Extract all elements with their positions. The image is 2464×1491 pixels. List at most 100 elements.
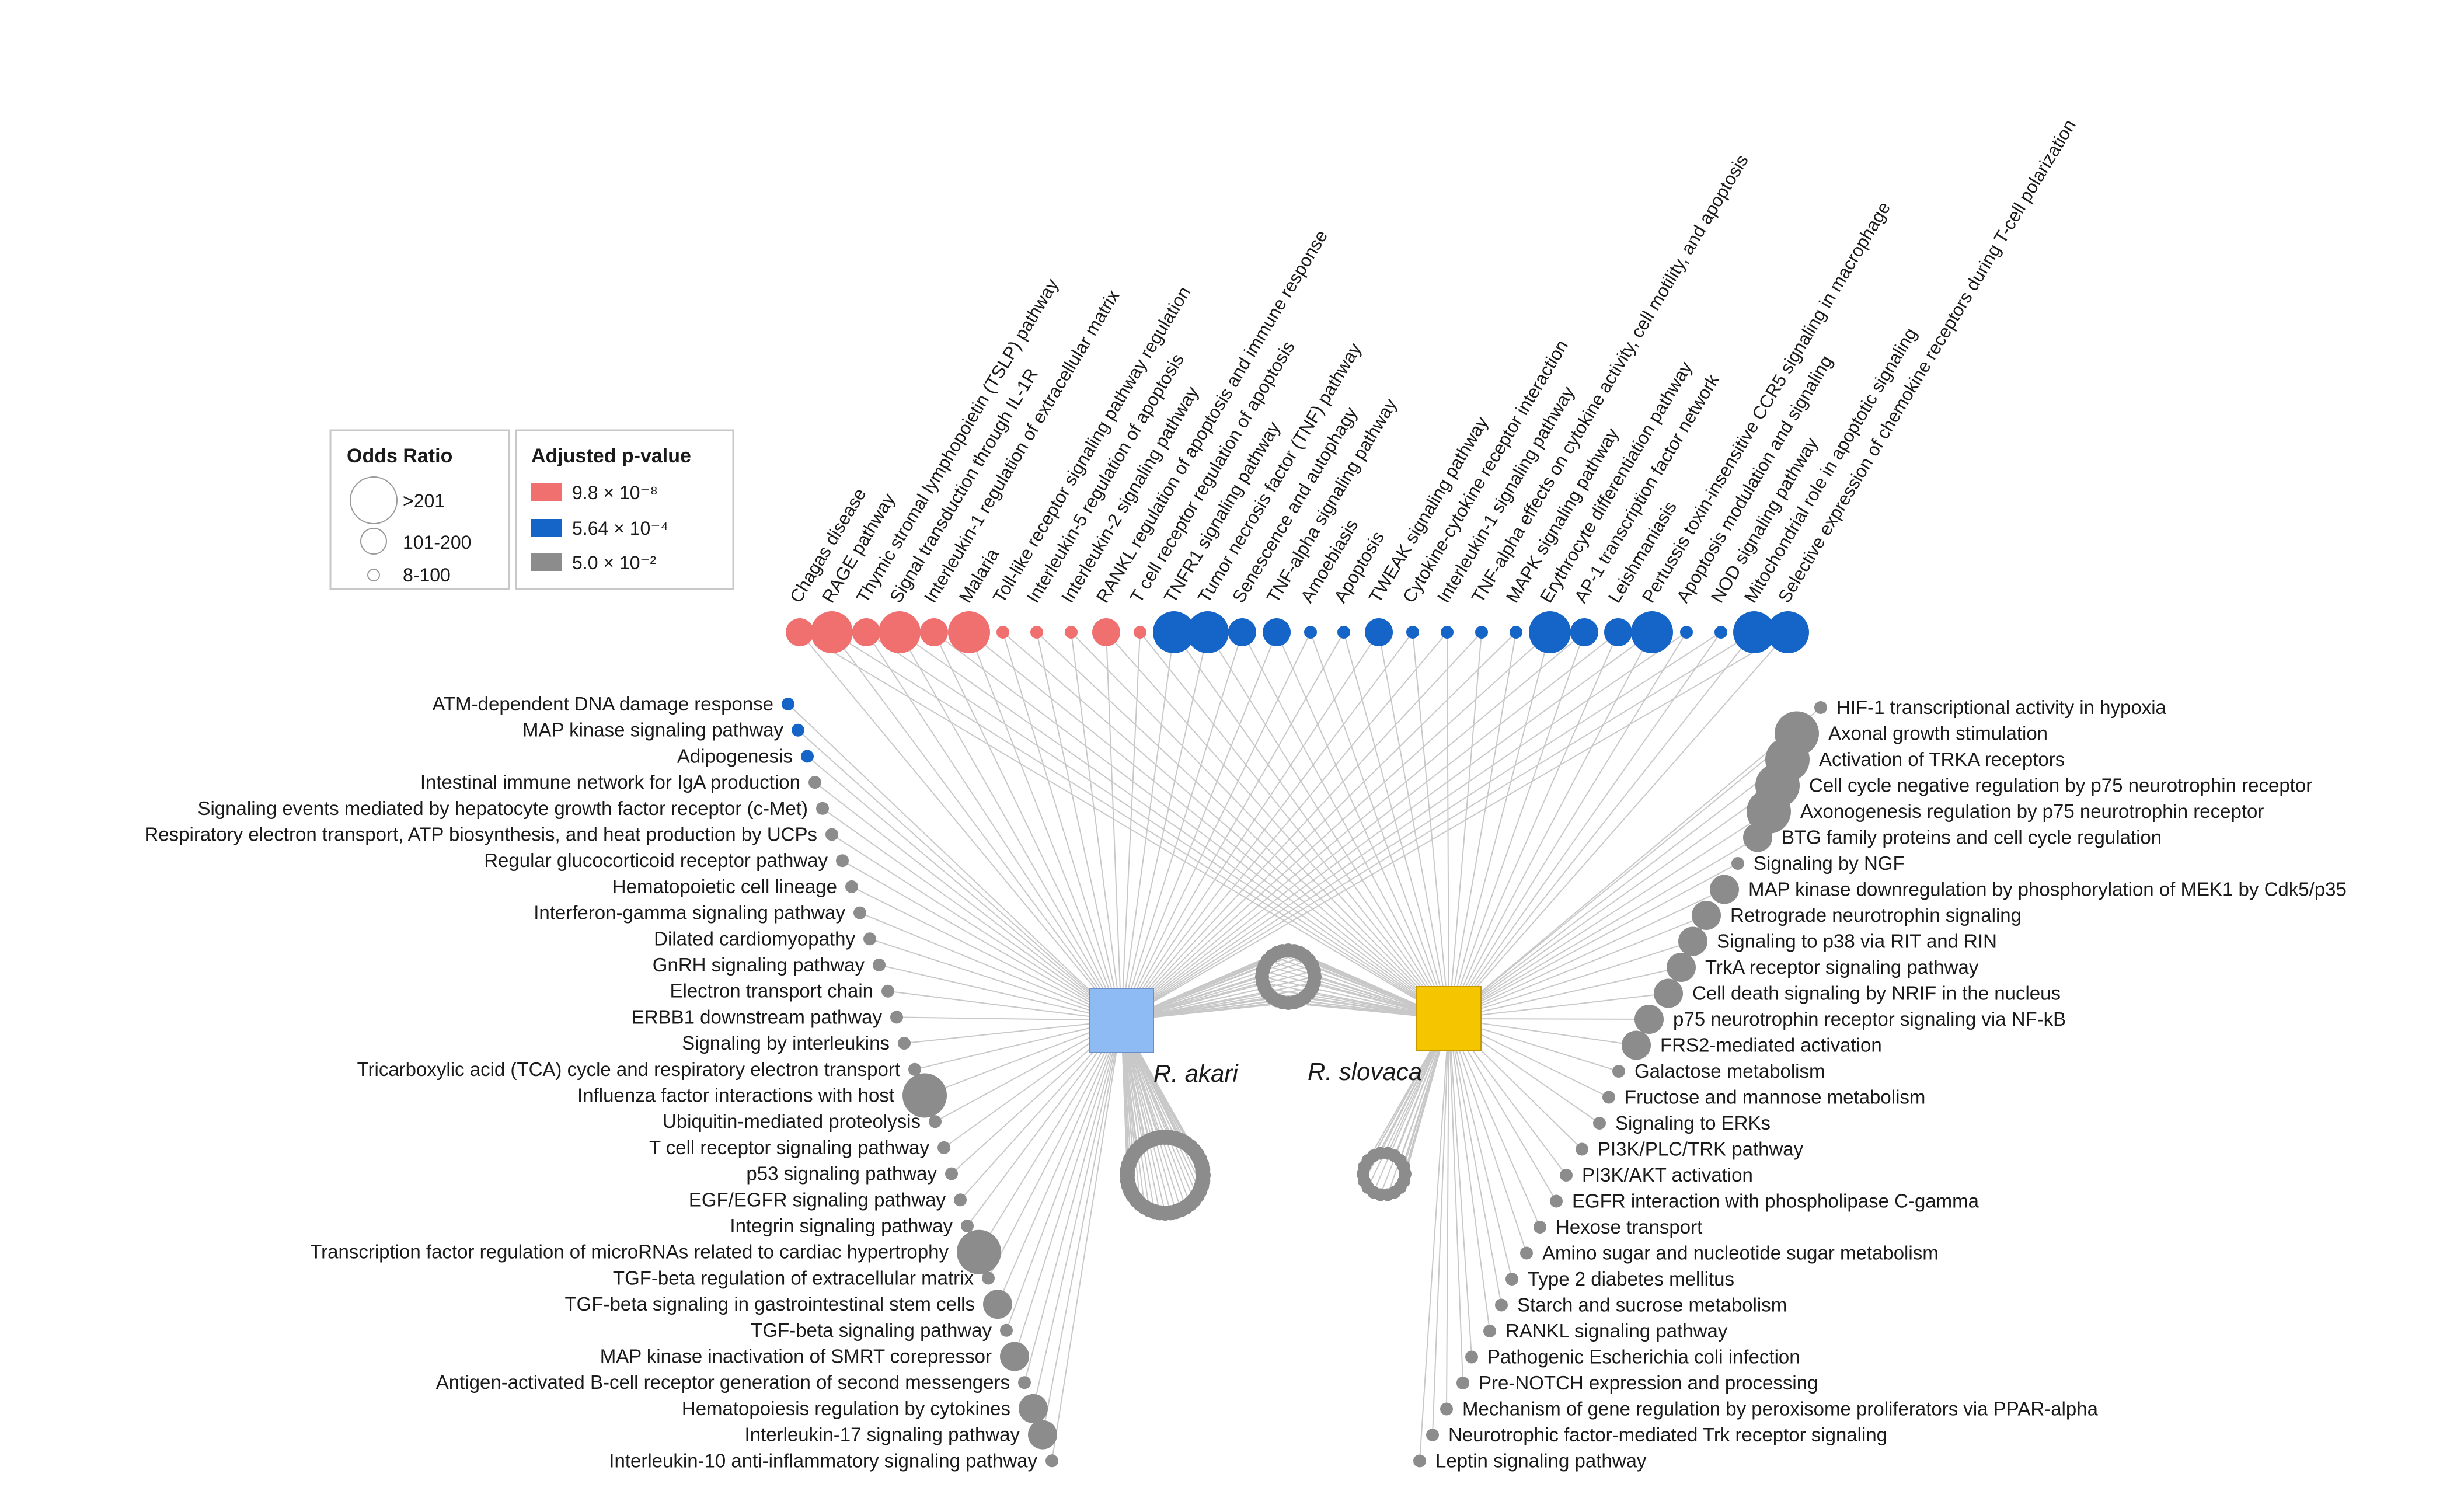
edge-akari-specific [924, 1020, 1122, 1096]
akari-pathway-node[interactable] [902, 1073, 947, 1118]
akari-pathway-node[interactable] [954, 1193, 967, 1207]
shared-pathway-node[interactable] [1134, 626, 1146, 639]
slovaca-pathway-node[interactable] [1413, 1454, 1426, 1468]
akari-pathway-node[interactable] [881, 984, 894, 998]
akari-pathway-node[interactable] [1000, 1323, 1013, 1337]
slovaca-pathway-node[interactable] [1743, 823, 1772, 852]
shared-pathway-node[interactable] [1570, 618, 1598, 646]
akari-pathway-node[interactable] [982, 1271, 995, 1285]
slovaca-pathway-node[interactable] [1612, 1065, 1625, 1078]
edge-akari-shared [1002, 632, 1122, 1021]
shared-pathway-node[interactable] [1187, 611, 1229, 653]
shared-pathway-node[interactable] [1263, 618, 1291, 646]
slovaca-pathway-node[interactable] [1426, 1429, 1439, 1441]
shared-pathway-node[interactable] [1406, 626, 1419, 639]
akari-pathway-node[interactable] [845, 880, 858, 893]
shared-pathway-node[interactable] [879, 611, 921, 653]
slovaca-pathway-node[interactable] [1602, 1091, 1615, 1104]
slovaca-pathway-node[interactable] [1692, 901, 1721, 930]
shared-pathway-node[interactable] [996, 626, 1009, 639]
shared-pathway-node[interactable] [1733, 611, 1775, 653]
slovaca-pathway-node[interactable] [1520, 1246, 1533, 1260]
shared-pathway-node[interactable] [1065, 626, 1078, 639]
shared-pathway-node[interactable] [1475, 626, 1488, 639]
slovaca-pathway-node[interactable] [1560, 1169, 1573, 1182]
slovaca-pathway-node[interactable] [1550, 1194, 1563, 1208]
slovaca-node[interactable] [1416, 986, 1482, 1051]
shared-pathway-node[interactable] [1228, 618, 1256, 646]
slovaca-pathway-node[interactable] [1456, 1377, 1469, 1389]
slovaca-pathway-node[interactable] [1747, 789, 1791, 834]
akari-pathway-node[interactable] [961, 1220, 974, 1232]
akari-cluster-node[interactable] [1195, 1162, 1211, 1178]
shared-pathway-node[interactable] [1337, 626, 1350, 639]
akari-pathway-label: Antigen-activated B-cell receptor genera… [436, 1371, 1010, 1393]
slovaca-pathway-node[interactable] [1534, 1221, 1546, 1234]
shared-pathway-node[interactable] [1092, 618, 1120, 646]
akari-pathway-node[interactable] [898, 1037, 911, 1050]
akari-pathway-node[interactable] [836, 854, 849, 868]
akari-node[interactable] [1089, 988, 1154, 1053]
akari-pathway-node[interactable] [937, 1141, 950, 1154]
akari-pathway-node[interactable] [957, 1229, 1001, 1274]
akari-pathway-node[interactable] [945, 1167, 958, 1180]
slovaca-pathway-node[interactable] [1440, 1402, 1453, 1416]
shared-pathway-node[interactable] [852, 618, 880, 646]
shared-pathway-node[interactable] [1680, 626, 1693, 639]
akari-pathway-node[interactable] [853, 906, 866, 919]
shared-pathway-node[interactable] [1767, 611, 1809, 653]
shared-pathway-node[interactable] [948, 611, 990, 653]
edge-slovaca-shared [1448, 632, 1755, 1019]
akari-pathway-node[interactable] [983, 1290, 1012, 1319]
akari-pathway-node[interactable] [863, 932, 876, 946]
slovaca-pathway-node[interactable] [1576, 1142, 1588, 1156]
slovaca-pathway-node[interactable] [1593, 1117, 1606, 1130]
akari-pathway-node[interactable] [801, 750, 814, 763]
edge-slovaca-specific [1448, 1018, 1527, 1253]
slovaca-cluster-node[interactable] [1397, 1160, 1410, 1173]
akari-pathway-node[interactable] [816, 802, 829, 815]
akari-pathway-node[interactable] [792, 723, 804, 737]
slovaca-pathway-label: RANKL signaling pathway [1505, 1320, 1728, 1342]
akari-pathway-node[interactable] [1018, 1376, 1031, 1389]
akari-pathway-node[interactable] [1000, 1342, 1029, 1371]
slovaca-pathway-node[interactable] [1465, 1350, 1478, 1364]
slovaca-pathway-node[interactable] [1678, 926, 1707, 956]
slovaca-pathway-node[interactable] [1483, 1325, 1496, 1337]
shared-pathway-node[interactable] [1714, 626, 1727, 639]
shared-pathway-node[interactable] [1631, 611, 1673, 653]
akari-pathway-node[interactable] [908, 1062, 921, 1076]
akari-pathway-node[interactable] [890, 1011, 903, 1024]
shared-pathway-node[interactable] [1510, 626, 1522, 639]
akari-pathway-node[interactable] [808, 776, 821, 789]
slovaca-pathway-node[interactable] [1505, 1273, 1518, 1286]
shared-pathway-node[interactable] [1030, 626, 1043, 639]
akari-pathway-node[interactable] [1045, 1454, 1058, 1468]
shared-pathway-node[interactable] [1604, 618, 1632, 646]
akari-pathway-node[interactable] [782, 698, 794, 710]
slovaca-pathway-node[interactable] [1667, 953, 1696, 982]
slovaca-pathway-node[interactable] [1731, 857, 1744, 870]
slovaca-pathway-node[interactable] [1495, 1298, 1508, 1312]
shared-pathway-node[interactable] [1365, 618, 1393, 646]
slovaca-pathway-node[interactable] [1634, 1005, 1664, 1034]
shared-cluster-node[interactable] [1306, 963, 1321, 978]
akari-pathway-node[interactable] [873, 959, 886, 971]
shared-pathway-node[interactable] [811, 611, 853, 653]
shared-pathway-node[interactable] [786, 618, 814, 646]
slovaca-pathway-node[interactable] [1710, 875, 1739, 904]
edge-slovaca-shared [1071, 632, 1449, 1019]
edge-slovaca-shared [1207, 632, 1449, 1019]
shared-pathway-node[interactable] [920, 618, 948, 646]
shared-pathway-node[interactable] [1153, 611, 1195, 653]
akari-pathway-node[interactable] [825, 828, 838, 841]
shared-pathway-node[interactable] [1304, 626, 1317, 639]
akari-pathway-node[interactable] [1019, 1394, 1048, 1423]
shared-pathway-node[interactable] [1529, 611, 1571, 653]
shared-pathway-node[interactable] [1441, 626, 1454, 639]
akari-pathway-node[interactable] [929, 1115, 942, 1128]
slovaca-pathway-node[interactable] [1654, 978, 1683, 1008]
akari-pathway-node[interactable] [1028, 1420, 1057, 1450]
slovaca-pathway-node[interactable] [1814, 701, 1827, 714]
slovaca-pathway-node[interactable] [1622, 1030, 1651, 1060]
